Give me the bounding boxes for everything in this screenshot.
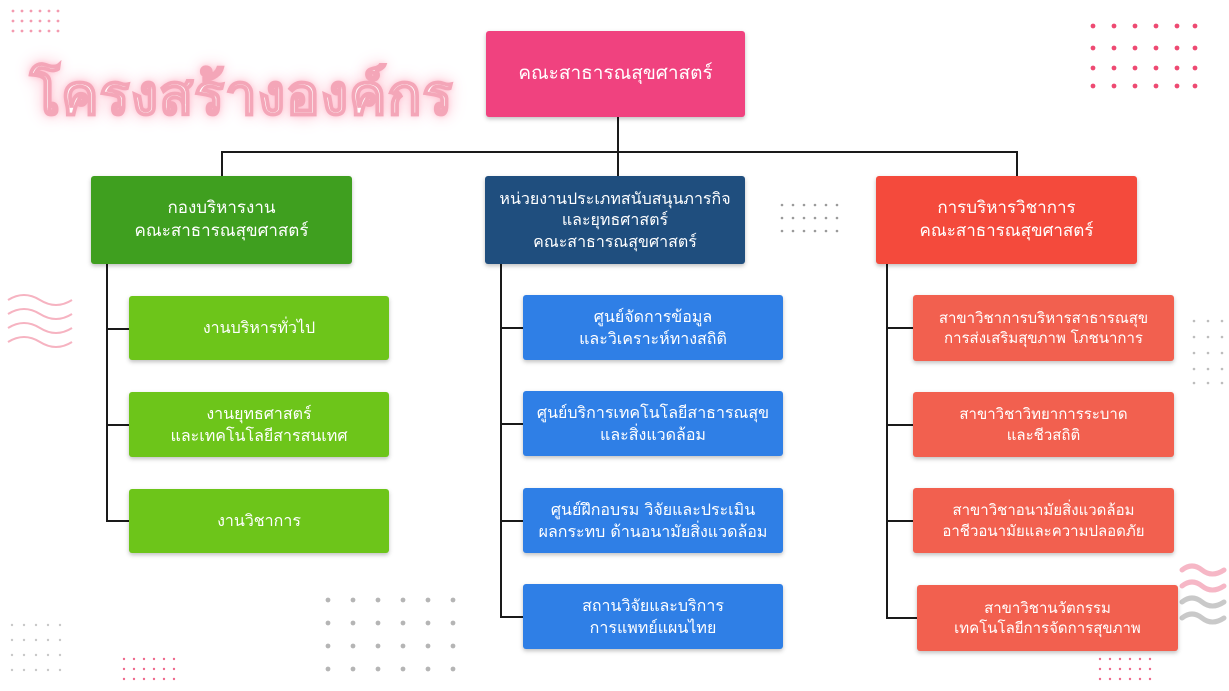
node-thai-medicine-institute: สถานวิจัยและบริการ การแพทย์แผนไทย xyxy=(523,584,783,649)
node-label: สาขาวิชานวัตกรรม xyxy=(984,598,1111,617)
node-label: คณะสาธารณสุขศาสตร์ xyxy=(919,221,1094,241)
connector-line xyxy=(886,263,888,619)
node-label: และยุทธศาสตร์ xyxy=(561,210,669,230)
dot-grid-decoration xyxy=(10,623,62,672)
connector-line xyxy=(886,424,914,426)
node-label: การแพทย์แผนไทย xyxy=(589,617,717,637)
node-label: และสิ่งแวดล้อม xyxy=(600,424,706,444)
node-admin-division: กองบริหารงาน คณะสาธารณสุขศาสตร์ xyxy=(91,176,352,264)
node-technology-service-center: ศูนย์บริการเทคโนโลยีสาธารณสุข และสิ่งแวด… xyxy=(523,391,783,456)
connector-line xyxy=(221,151,1018,153)
connector-line xyxy=(886,520,914,522)
dot-grid-decoration xyxy=(780,203,839,233)
dot-grid-decoration xyxy=(122,657,176,681)
node-strategy-it: งานยุทธศาสตร์ และเทคโนโลยีสารสนเทศ xyxy=(129,392,389,457)
node-dept-environmental-health: สาขาวิชาอนามัยสิ่งแวดล้อม อาชีวอนามัยและ… xyxy=(913,488,1174,553)
node-label: สาขาวิชาการบริหารสาธารณสุข xyxy=(938,308,1149,327)
node-general-admin: งานบริหารทั่วไป xyxy=(129,296,389,360)
page-title: โครงสร้างองค์กร xyxy=(29,62,454,129)
connector-line xyxy=(500,616,524,618)
node-training-research-center: ศูนย์ฝึกอบรม วิจัยและประเมิน ผลกระทบ ด้า… xyxy=(523,488,783,553)
node-label: สถานวิจัยและบริการ xyxy=(582,595,724,615)
node-dept-public-health-admin: สาขาวิชาการบริหารสาธารณสุข การส่งเสริมสุ… xyxy=(913,295,1174,361)
node-label: การบริหารวิชาการ xyxy=(937,198,1076,219)
wave-decoration xyxy=(1179,563,1227,625)
node-label: คณะสาธารณสุขศาสตร์ xyxy=(518,62,713,85)
node-academic-administration: การบริหารวิชาการ คณะสาธารณสุขศาสตร์ xyxy=(876,176,1137,264)
wave-decoration xyxy=(7,294,73,348)
node-faculty: คณะสาธารณสุขศาสตร์ xyxy=(486,31,745,117)
node-support-units: หน่วยงานประเภทสนับสนุนภารกิจ และยุทธศาสต… xyxy=(485,176,745,264)
dot-grid-decoration xyxy=(1098,657,1152,681)
node-label: คณะสาธารณสุขศาสตร์ xyxy=(134,221,309,241)
connector-line xyxy=(886,327,914,329)
node-label: และชีวสถิติ xyxy=(1006,425,1081,444)
node-label: เทคโนโลยีการจัดการสุขภาพ xyxy=(954,619,1141,637)
node-dept-epidemiology: สาขาวิชาวิทยาการระบาด และชีวสถิติ xyxy=(913,392,1174,457)
node-label: หน่วยงานประเภทสนับสนุนภารกิจ xyxy=(499,188,731,208)
node-label: ศูนย์ฝึกอบรม วิจัยและประเมิน xyxy=(550,499,756,519)
node-label: กองบริหารงาน xyxy=(167,198,276,219)
connector-line xyxy=(500,520,524,522)
connector-line xyxy=(106,424,130,426)
connector-line xyxy=(106,328,130,330)
connector-line xyxy=(106,263,108,521)
connector-line xyxy=(106,520,130,522)
node-label: อาชีวอนามัยและความปลอดภัย xyxy=(942,521,1145,540)
connector-line xyxy=(500,423,524,425)
connector-line xyxy=(617,116,619,152)
connector-line xyxy=(886,617,918,619)
dot-grid-decoration xyxy=(1090,23,1198,89)
node-academic-affairs: งานวิชาการ xyxy=(129,489,389,553)
connector-line xyxy=(500,327,524,329)
node-label: งานวิชาการ xyxy=(217,511,301,531)
node-label: ศูนย์จัดการข้อมูล xyxy=(593,306,713,326)
node-dept-health-innovation: สาขาวิชานวัตกรรม เทคโนโลยีการจัดการสุขภา… xyxy=(917,585,1178,651)
node-label: และเทคโนโลยีสารสนเทศ xyxy=(170,425,348,445)
node-label: งานยุทธศาสตร์ xyxy=(206,403,312,423)
node-label: การส่งเสริมสุขภาพ โภชนาการ xyxy=(943,329,1143,347)
connector-line xyxy=(617,151,619,177)
node-data-center: ศูนย์จัดการข้อมูล และวิเคราะห์ทางสถิติ xyxy=(523,295,783,360)
node-label: ผลกระทบ ด้านอนามัยสิ่งแวดล้อม xyxy=(538,521,768,541)
connector-line xyxy=(500,263,502,617)
dot-grid-decoration xyxy=(325,597,456,672)
connector-line xyxy=(221,151,223,177)
node-label: สาขาวิชาวิทยาการระบาด xyxy=(959,405,1128,424)
node-label: งานบริหารทั่วไป xyxy=(202,318,316,338)
node-label: และวิเคราะห์ทางสถิติ xyxy=(579,328,727,348)
dot-grid-decoration xyxy=(1192,319,1224,385)
node-label: สาขาวิชาอนามัยสิ่งแวดล้อม xyxy=(952,501,1135,520)
connector-line xyxy=(1016,151,1018,177)
node-label: ศูนย์บริการเทคโนโลยีสาธารณสุข xyxy=(536,402,770,422)
node-label: คณะสาธารณสุขศาสตร์ xyxy=(533,231,697,251)
dot-grid-decoration xyxy=(11,9,60,33)
